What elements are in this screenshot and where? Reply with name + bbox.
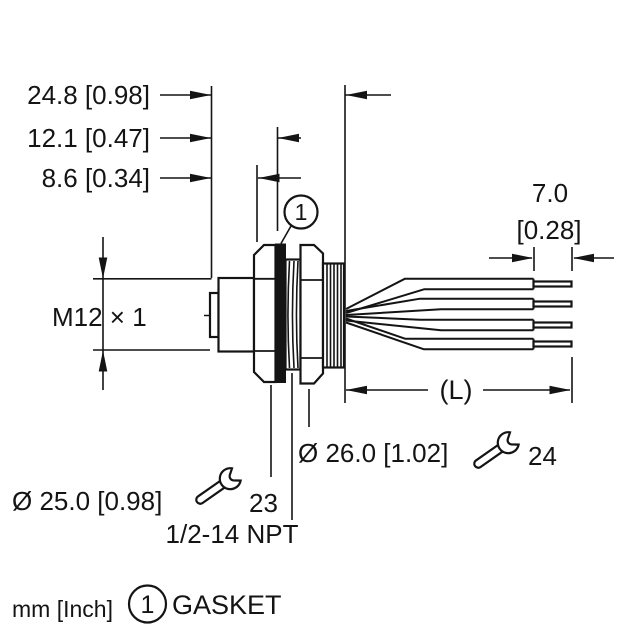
gasket (275, 243, 286, 383)
dim-mounting-thread: 1/2-14 NPT (166, 519, 299, 549)
dim-strip-mm: 7.0 (532, 178, 568, 208)
wire-3-stripped-tip (532, 321, 573, 329)
dimension-labels: 24.8 [0.98] 12.1 [0.47] 8.6 [0.34] 7.0 [… (12, 80, 582, 549)
wrench-icon (473, 431, 520, 469)
wire-4 (345, 317, 573, 351)
dim-total-length: 24.8 [0.98] (27, 80, 150, 110)
dim-gasket-diameter: Ø 25.0 [0.98] (12, 486, 162, 516)
dimension-arrows (98, 90, 594, 395)
dim-front-length: 8.6 [0.34] (42, 163, 150, 193)
connector-nose (208, 291, 220, 339)
wire-4-stripped-tip (532, 340, 573, 348)
dim-mid-length: 12.1 [0.47] (27, 123, 150, 153)
hex-wrench-size: 23 (249, 488, 278, 518)
wrench-icon (195, 467, 242, 505)
wire-2-stripped-tip (532, 300, 573, 308)
dim-lead-length: (L) (440, 375, 473, 405)
m12-thread-body (217, 276, 256, 353)
locknut (299, 243, 325, 385)
wire-3 (345, 315, 573, 332)
footer-legend: mm [Inch] 1 GASKET (12, 584, 282, 624)
wire-1 (345, 277, 573, 314)
wire-leads (345, 277, 573, 351)
legend-number: 1 (141, 591, 155, 619)
gasket-callout: 1 (280, 194, 319, 244)
connector-body (204, 243, 346, 385)
locknut-wrench-size: 24 (528, 441, 557, 471)
dim-locknut-diameter: Ø 26.0 [1.02] (298, 438, 448, 468)
legend-label: GASKET (172, 590, 282, 620)
hex-nut (252, 243, 277, 384)
units-note: mm [Inch] (12, 596, 113, 622)
dim-mating-thread: M12 × 1 (52, 302, 147, 332)
callout-number: 1 (295, 199, 308, 225)
wire-2 (345, 297, 573, 316)
callout-balloon (283, 194, 319, 230)
wire-1-stripped-tip (532, 280, 573, 288)
dim-strip-inch: [0.28] (516, 215, 581, 245)
legend-balloon (127, 584, 168, 624)
